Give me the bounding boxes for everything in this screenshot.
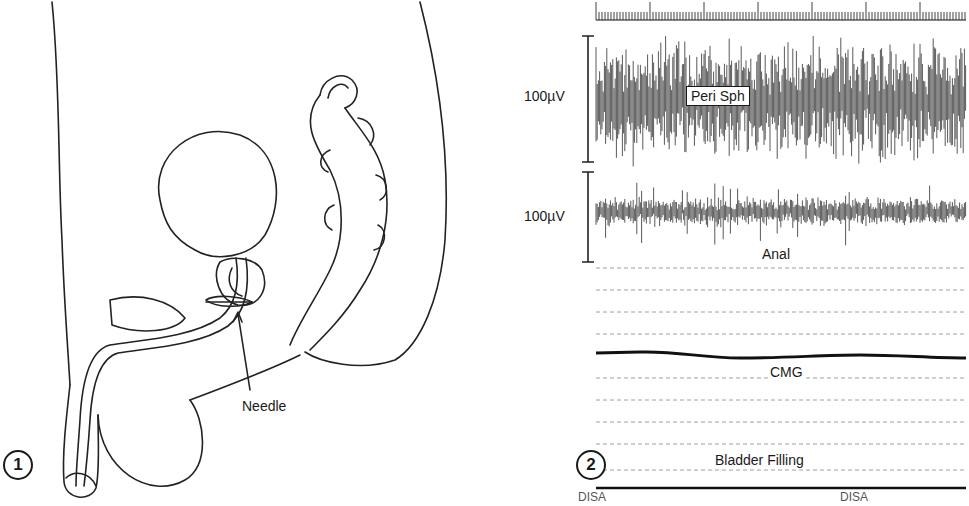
emg-noise xyxy=(596,183,966,246)
cmg-trace xyxy=(596,352,966,358)
filling-trace xyxy=(596,487,966,490)
trace-label: Bladder Filling xyxy=(713,452,806,468)
chart-gridline xyxy=(596,268,966,470)
scale-label: 100µV xyxy=(524,88,565,104)
device-mark: DISA xyxy=(838,491,870,504)
trace-label: CMG xyxy=(768,364,805,380)
trace-label-box: Peri Sph xyxy=(686,86,750,106)
device-mark: DISA xyxy=(576,491,608,504)
callout-circle: 2 xyxy=(576,450,606,480)
node-text: Peri Sph xyxy=(691,88,745,104)
scale-label: 100µV xyxy=(524,208,565,224)
part-label: Needle xyxy=(242,398,286,414)
node-text: 2 xyxy=(586,455,595,475)
emg-noise xyxy=(596,36,966,166)
emg-trace xyxy=(596,2,966,245)
callout-circle: 1 xyxy=(3,450,33,480)
emg-noise xyxy=(596,2,965,20)
trace-label: Anal xyxy=(760,246,792,262)
time-axis xyxy=(596,19,966,20)
scale-bar xyxy=(582,36,594,262)
node-text: 1 xyxy=(13,455,22,475)
